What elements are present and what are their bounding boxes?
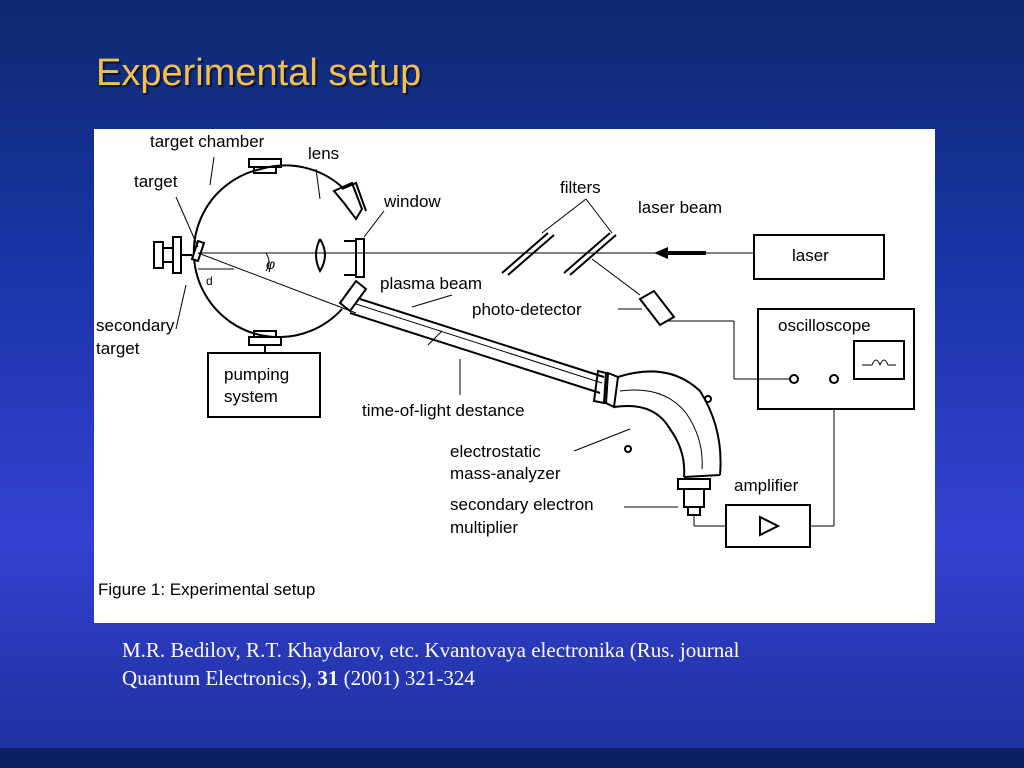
plasma-tube-bottom <box>349 312 601 394</box>
setup-diagram: target chamber lens target window filter… <box>96 132 915 599</box>
citation-line-1: M.R. Bedilov, R.T. Khaydarov, etc. Kvant… <box>122 638 740 662</box>
label-electrostatic-2: mass-analyzer <box>450 464 561 483</box>
label-angle-symbol: φ <box>266 256 275 272</box>
label-photo-detector: photo-detector <box>472 300 582 319</box>
label-amplifier: amplifier <box>734 476 799 495</box>
figure-caption: Figure 1: Experimental setup <box>98 580 315 599</box>
plasma-tube-top <box>359 298 605 378</box>
label-pumping-2: system <box>224 387 278 406</box>
electrostatic-analyzer <box>617 370 722 476</box>
laser-arrow-head <box>654 247 668 259</box>
bottom-flange <box>248 336 282 346</box>
amplifier-triangle <box>759 515 781 537</box>
citation-pages: (2001) 321-324 <box>338 666 475 690</box>
label-oscilloscope: oscilloscope <box>778 316 871 335</box>
photo-detector <box>638 289 676 327</box>
label-laser: laser <box>792 246 829 265</box>
filter-2 <box>563 232 611 274</box>
analyzer-flange <box>592 369 608 405</box>
label-distance-symbol: d <box>206 274 213 288</box>
oscilloscope-box <box>757 308 915 410</box>
citation: M.R. Bedilov, R.T. Khaydarov, etc. Kvant… <box>122 636 739 692</box>
target-plate <box>190 239 206 263</box>
filter-1 <box>501 232 549 274</box>
amplifier-box <box>725 504 811 548</box>
target-chamber-body <box>192 168 343 339</box>
label-time-of-flight: time-of-light destance <box>362 401 525 420</box>
label-lens: lens <box>308 144 339 163</box>
exit-flange <box>338 279 368 313</box>
oscilloscope-screen <box>853 340 905 380</box>
label-sem-2: multiplier <box>450 518 518 537</box>
experimental-setup-figure: target chamber lens target window filter… <box>94 129 935 623</box>
label-plasma-beam: plasma beam <box>380 274 482 293</box>
label-secondary-target-2: target <box>96 339 140 358</box>
window-port <box>344 240 357 276</box>
laser-box <box>753 234 885 280</box>
citation-volume: 31 <box>317 666 339 690</box>
label-target: target <box>134 172 178 191</box>
electron-multiplier <box>677 478 711 490</box>
slide-title: Experimental setup <box>96 52 422 94</box>
target-holder <box>153 241 164 269</box>
label-window: window <box>383 192 441 211</box>
pumping-system-box <box>207 352 321 418</box>
label-pumping-1: pumping <box>224 365 289 384</box>
lens-port <box>332 181 364 221</box>
footer-band <box>0 748 1024 768</box>
citation-line-2: Quantum Electronics), 31 (2001) 321-324 <box>122 664 739 692</box>
label-laser-beam: laser beam <box>638 198 722 217</box>
label-filters: filters <box>560 178 601 197</box>
label-sem-1: secondary electron <box>450 495 594 514</box>
label-electrostatic-1: electrostatic <box>450 442 541 461</box>
label-secondary-target-1: secondary <box>96 316 175 335</box>
lens-element <box>315 238 326 274</box>
citation-journal: Quantum Electronics), <box>122 666 318 690</box>
label-target-chamber: target chamber <box>150 132 265 151</box>
